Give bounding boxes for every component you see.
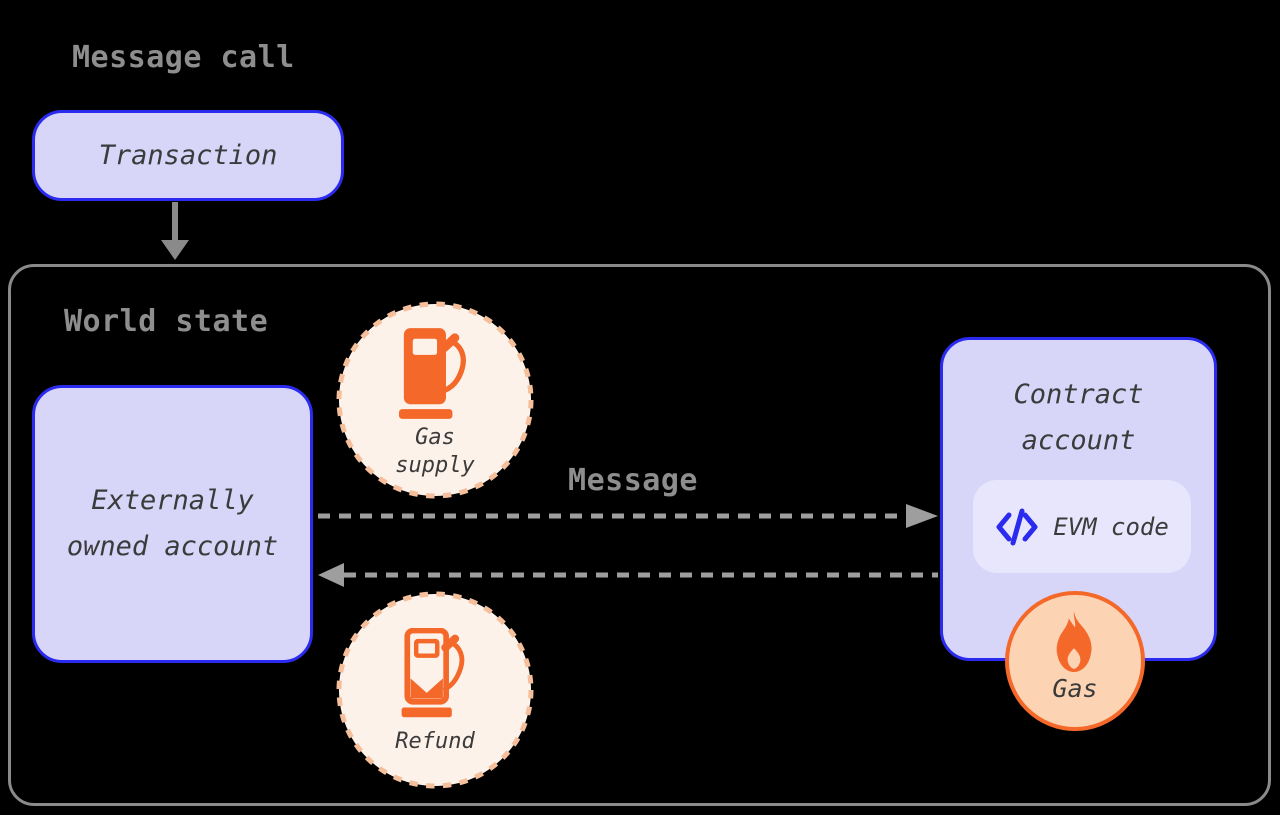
- code-icon: [996, 508, 1038, 545]
- eoa-label-line1: Externally: [91, 485, 254, 516]
- evm-code-chip: EVM code: [973, 480, 1191, 573]
- contract-label-line1: Contract: [1013, 379, 1144, 410]
- message-arrow-right-icon: [318, 504, 938, 528]
- world-state-container: [8, 264, 1271, 806]
- contract-node: Contract account EVM code: [940, 337, 1217, 661]
- eoa-label: Externally owned account: [67, 478, 278, 570]
- refund-badge: Refund: [333, 588, 537, 792]
- gas-supply-label: Gas supply: [333, 424, 537, 480]
- world-state-label: World state: [64, 304, 269, 339]
- gas-pump-icon: [399, 328, 466, 419]
- diagram-title: Message call: [72, 40, 295, 75]
- message-arrows: [318, 504, 938, 587]
- refund-label: Refund: [395, 729, 475, 754]
- flame-icon: [1056, 611, 1092, 672]
- transaction-node: Transaction: [32, 110, 344, 201]
- eoa-label-line2: owned account: [66, 531, 279, 562]
- contract-label: Contract account: [1013, 372, 1143, 464]
- gas-pump-outline-icon: [401, 628, 465, 718]
- gas-supply-label-line2: supply: [395, 453, 475, 478]
- transaction-label: Transaction: [98, 139, 278, 171]
- contract-label-line2: account: [1021, 425, 1136, 456]
- down-arrow-icon: [161, 202, 189, 260]
- evm-code-label: EVM code: [1053, 512, 1169, 541]
- return-arrow-left-icon: [318, 563, 938, 587]
- gas-badge-label: Gas: [1052, 674, 1098, 703]
- gas-supply-label-line1: Gas: [415, 425, 455, 450]
- eoa-node: Externally owned account: [32, 385, 313, 663]
- gas-badge: Gas: [1003, 589, 1147, 733]
- gas-supply-badge: Gas supply: [333, 298, 537, 502]
- message-label: Message: [568, 463, 698, 498]
